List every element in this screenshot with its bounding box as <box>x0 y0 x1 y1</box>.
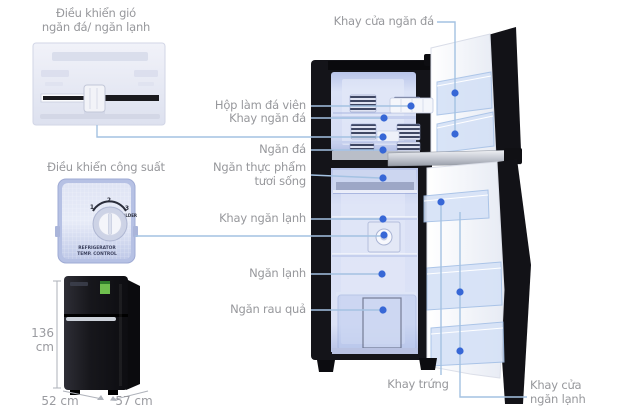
height-dimension: 136 cm <box>31 326 54 355</box>
freezer-door-tray-label: Khay cửa ngăn đá <box>333 14 435 28</box>
fresh-food-label: Ngăn thực phẩm tươi sống <box>213 160 306 188</box>
vegetable-drawer-label: Ngăn rau quả <box>230 302 306 316</box>
callout-dot-ice-box <box>407 102 415 110</box>
freezer-door <box>430 27 521 160</box>
width-dimension: 52 cm <box>41 394 79 408</box>
egg-tray-bin <box>423 189 490 223</box>
fridge-door-tray-label: Khay cửa ngăn lạnh <box>530 378 586 406</box>
power-control-label: Điều khiển công suất <box>47 160 165 174</box>
fridge-tray-label: Khay ngăn lạnh <box>219 211 306 225</box>
brand-logo <box>70 282 88 286</box>
callout-dot-fridge-door-bin-3 <box>456 347 464 355</box>
callout-dot-freezer-tray <box>380 114 388 122</box>
freezer-compartment-label: Ngăn đá <box>259 142 306 156</box>
callout-dot-fridge-compartment <box>378 270 386 278</box>
callout-dot-temp-control <box>380 231 388 239</box>
callout-dot-fridge-door-bin-2 <box>456 288 464 296</box>
air-control-label: Điều khiển gió ngăn đá/ ngăn lạnh <box>41 6 151 34</box>
dial-mark-3: 3 <box>125 205 129 212</box>
callout-line-freezer-door-tray <box>437 21 456 134</box>
callout-dot-freezer-door-bin-1 <box>451 89 459 97</box>
dial-colder-label: COLDER <box>119 213 137 218</box>
fridge-interior <box>331 168 418 354</box>
callout-dot-vegetable-drawer <box>379 306 387 314</box>
dial-caption-line2: TEMP. CONTROL <box>77 251 117 257</box>
depth-dimension: 57 cm <box>115 394 153 408</box>
callout-dot-fresh-food <box>379 174 387 182</box>
dial-mark-2: 2 <box>107 197 111 204</box>
callout-dot-egg-tray <box>437 198 445 206</box>
callout-dot-fridge-tray <box>379 215 387 223</box>
vegetable-drawer <box>336 292 417 351</box>
callout-dot-air-vent <box>379 133 387 141</box>
air-control-panel <box>32 42 166 126</box>
mid-divider-bar <box>332 148 522 167</box>
callout-dot-freezer-compartment <box>379 146 387 154</box>
callout-lines <box>96 21 527 398</box>
callout-line-air-control <box>96 125 380 138</box>
callout-line-fridge-door-tray <box>459 212 527 398</box>
closed-fridge-thumbnail <box>64 276 140 395</box>
power-control-panel: 1 2 3 COLDER REFRIGERATOR TEMP. CONTROL <box>55 178 138 264</box>
fridge-handle <box>66 317 116 321</box>
ice-box-label: Hộp làm đá viên <box>214 98 306 112</box>
fridge-door <box>423 159 531 404</box>
freezer-tray-label: Khay ngăn đá <box>229 111 306 125</box>
egg-tray-label: Khay trứng <box>387 377 449 391</box>
fridge-compartment-label: Ngăn lạnh <box>249 266 306 280</box>
dial-mark-1: 1 <box>90 204 94 211</box>
dimension-lines <box>53 280 149 401</box>
callout-dot-freezer-door-bin-2 <box>451 130 459 138</box>
open-fridge <box>311 27 531 404</box>
energy-label <box>100 281 110 294</box>
callout-line-fresh-food <box>310 174 381 179</box>
dial-caption-line1: REFRIGERATOR <box>78 245 116 251</box>
callout-dots <box>378 89 464 355</box>
